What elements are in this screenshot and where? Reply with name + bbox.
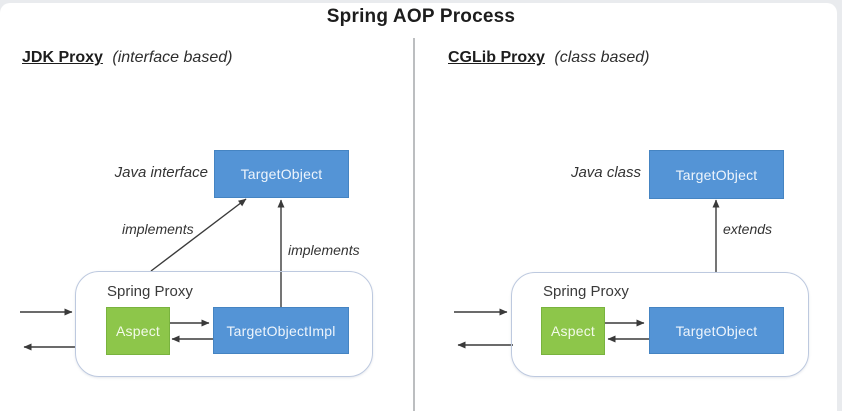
cglib-spring-proxy-label: Spring Proxy bbox=[543, 283, 629, 300]
cglib-proxy-heading-type: (class based) bbox=[554, 49, 650, 66]
jdk-implements-vertical-label: implements bbox=[288, 242, 360, 258]
cglib-proxy-heading-name: CGLib Proxy bbox=[448, 49, 545, 66]
diagram-title: Spring AOP Process bbox=[326, 6, 516, 27]
cglib-aspect-box: Aspect bbox=[541, 307, 605, 355]
jdk-spring-proxy-label: Spring Proxy bbox=[107, 283, 193, 300]
jdk-spring-proxy-container bbox=[75, 271, 373, 377]
cglib-proxy-heading: CGLib Proxy (class based) bbox=[448, 49, 650, 67]
jdk-target-object-impl-box: TargetObjectImpl bbox=[213, 307, 349, 354]
cglib-java-class-label: Java class bbox=[570, 164, 641, 181]
cglib-spring-proxy-container bbox=[511, 272, 809, 377]
jdk-target-object-box: TargetObject bbox=[214, 150, 349, 198]
jdk-proxy-heading-type: (interface based) bbox=[112, 49, 233, 66]
cglib-target-object-top-box: TargetObject bbox=[649, 150, 784, 199]
jdk-proxy-heading-name: JDK Proxy bbox=[22, 49, 103, 66]
cglib-target-object-inner-box: TargetObject bbox=[649, 307, 784, 354]
jdk-aspect-box: Aspect bbox=[106, 307, 170, 355]
jdk-implements-diagonal-label: implements bbox=[122, 221, 194, 237]
jdk-proxy-heading: JDK Proxy (interface based) bbox=[22, 49, 232, 67]
jdk-java-interface-label: Java interface bbox=[114, 164, 208, 181]
cglib-extends-label: extends bbox=[723, 221, 773, 237]
